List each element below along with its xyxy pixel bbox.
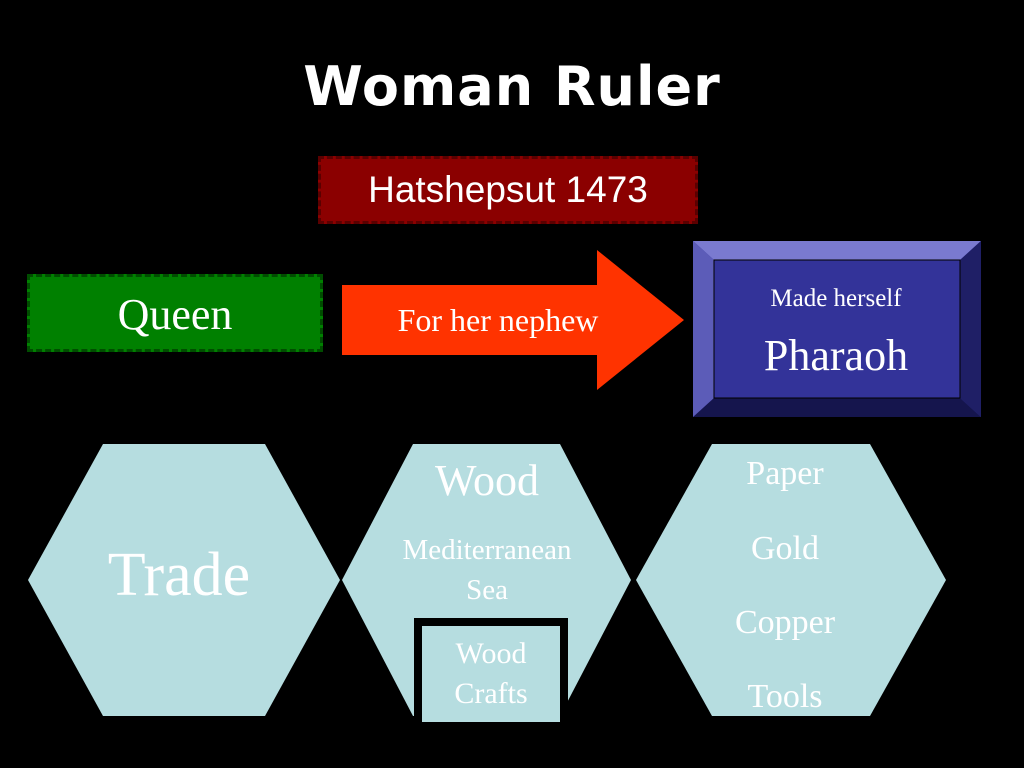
list-item-tools: Tools [747,678,823,715]
sea-line-2: Sea [466,574,508,606]
pharaoh-title: Pharaoh [763,331,909,380]
list-item-paper: Paper [746,455,824,492]
queen-box: Queen [27,274,323,352]
right-arrow-shape [342,250,684,390]
list-item-gold: Gold [751,530,819,567]
slide-title: Woman Ruler [303,55,721,118]
pharaoh-box [692,240,982,418]
wood-label: Wood [434,456,539,505]
trade-label: Trade [107,541,251,609]
crafts-line-2: Crafts [454,677,528,710]
queen-label: Queen [117,290,233,339]
wood-crafts-box: Wood Crafts [414,618,568,722]
wood-crafts-inner: Wood Crafts [422,626,560,722]
sea-line-1: Mediterranean [402,534,572,566]
pharaoh-subtitle: Made herself [770,285,902,312]
arrow-label: For her nephew [397,302,599,338]
name-label: Hatshepsut 1473 [368,169,648,210]
right-hexagon [636,444,946,716]
crafts-line-1: Wood [455,637,527,670]
sea-label: Mediterranean Sea [342,530,632,610]
name-box: Hatshepsut 1473 [318,156,698,224]
list-item-copper: Copper [734,604,836,641]
trade-hexagon [28,444,340,716]
